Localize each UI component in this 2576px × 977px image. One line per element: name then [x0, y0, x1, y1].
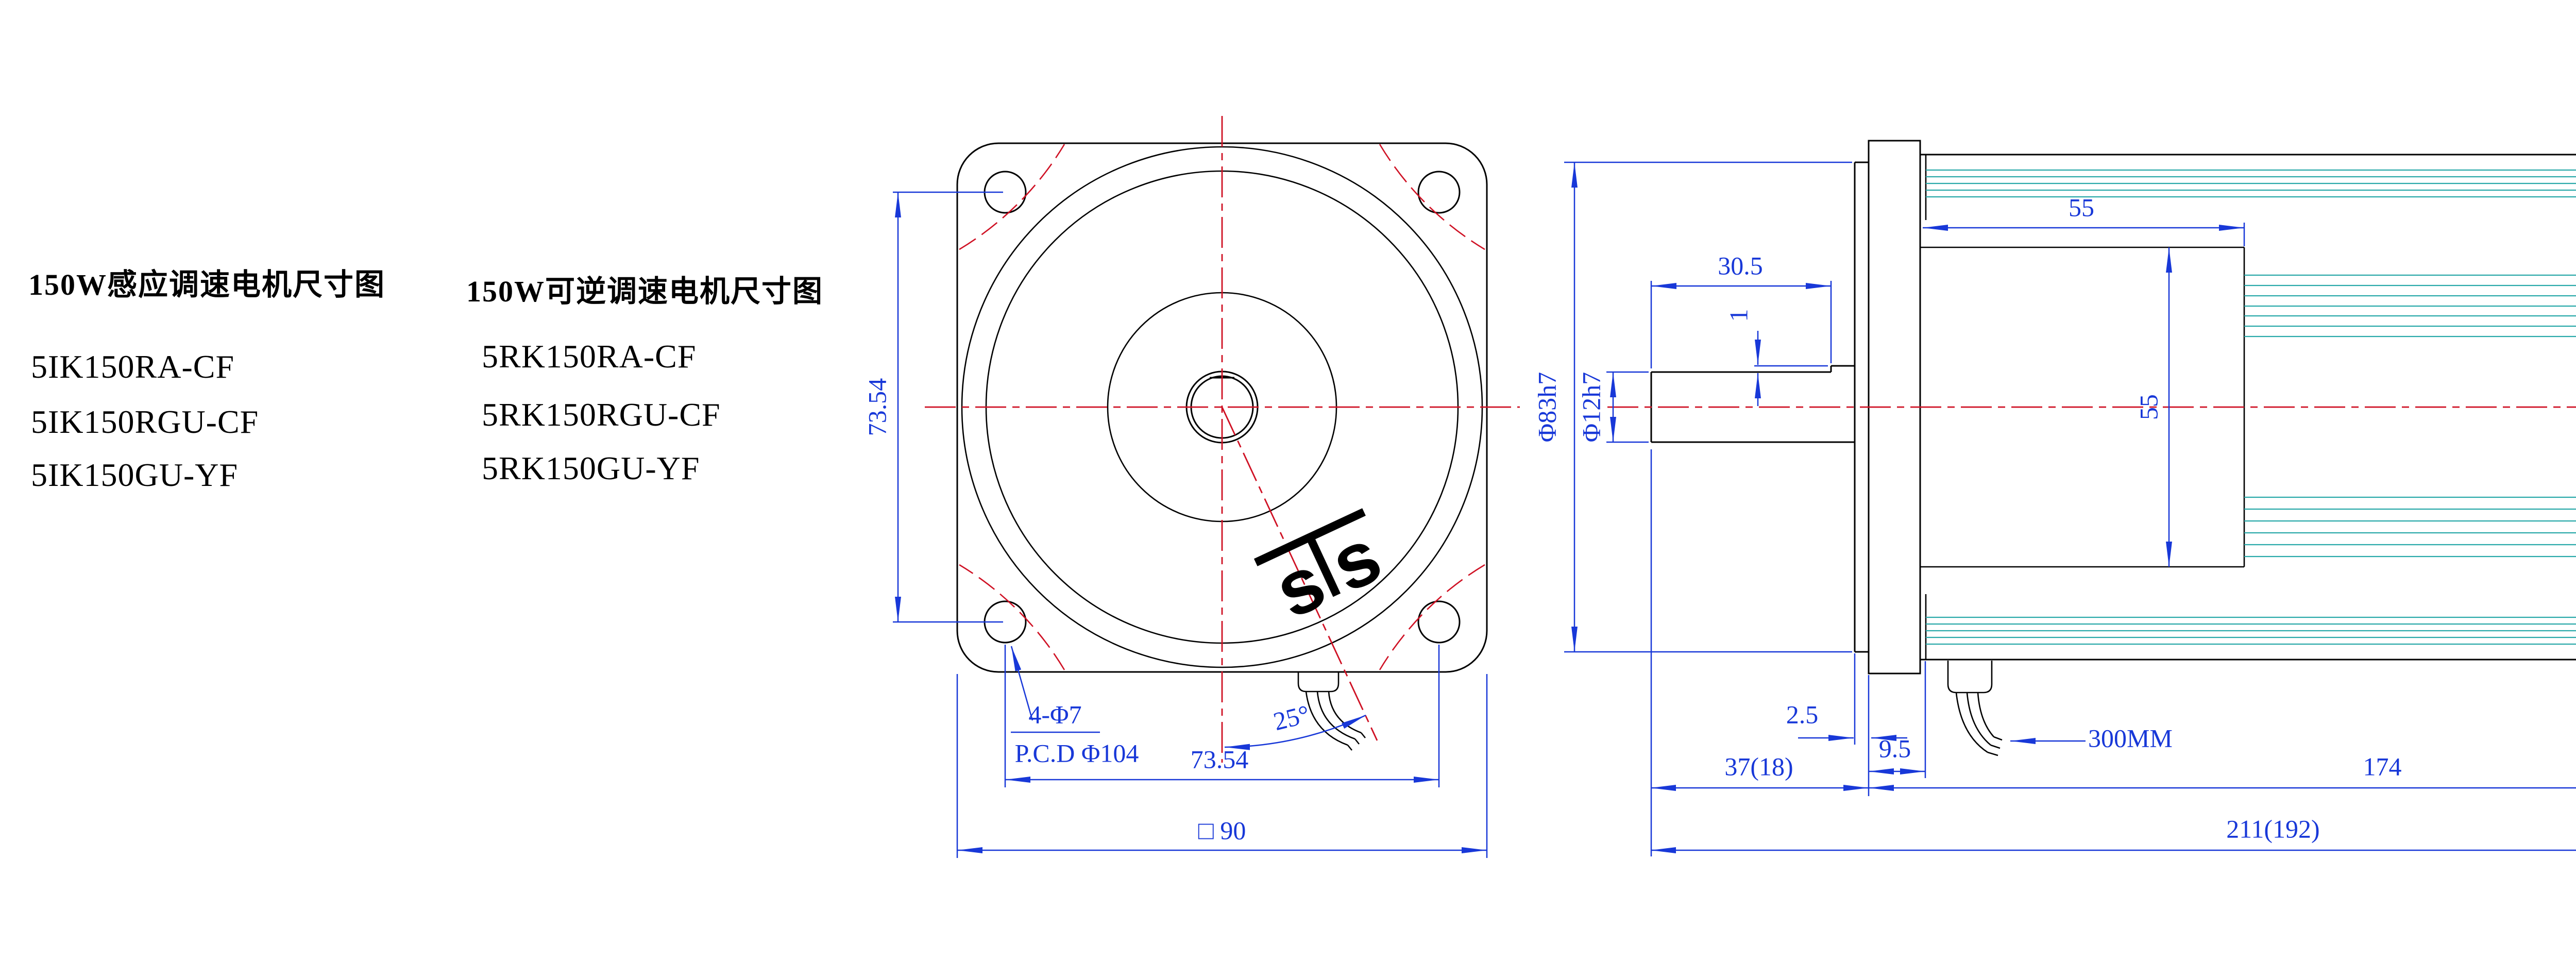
cable-gland-side — [1947, 661, 1993, 694]
dim-pilot-protrusion: 2.5 — [1786, 700, 1819, 729]
dim-pilot-diameter: Φ83h7 — [1532, 372, 1561, 443]
pcd-arc-bottom-left — [959, 564, 1065, 670]
pcd-arc-top-right — [1379, 144, 1485, 250]
ext-lines-frame — [956, 674, 1488, 858]
flange-side-outline — [1868, 140, 1921, 675]
dim-flange-thickness: 9.5 — [1879, 734, 1911, 763]
pilot-boss-outline — [1854, 161, 1869, 653]
dim-total-length: 211(192) — [2226, 814, 2319, 843]
body-top-bottom-edges — [1920, 154, 2576, 661]
cable-gland-front — [1297, 672, 1340, 693]
front-view: s s 73.54 4-Φ7 P.C.D Φ104 25° 73.54 □ 90 — [862, 116, 1520, 858]
label-pitch-circle: P.C.D Φ104 — [1015, 738, 1139, 767]
dim-shaft-length: 30.5 — [1718, 251, 1763, 280]
induction-model-2: 5IK150RGU-CF — [31, 403, 259, 440]
sts-logo-stem — [1306, 535, 1341, 597]
label-bolt-holes: 4-Φ7 — [1028, 700, 1081, 729]
label-cable-length: 300MM — [2088, 723, 2173, 752]
dim-motor-length: 174 — [2363, 752, 2402, 781]
reversible-title: 150W可逆调速电机尺寸图 — [466, 275, 824, 308]
ext-lines-bolt-vertical — [893, 191, 1003, 623]
cable-wire-side-1 — [1955, 692, 1988, 753]
side-view: Φ83h7 Φ12h7 30.5 1 55 55 2.5 9.5 — [1532, 140, 2576, 856]
bolt-hole-bottom-right — [1417, 600, 1461, 644]
cable-wire-side-3 — [1977, 692, 1994, 737]
cooling-fins — [1926, 169, 2576, 645]
pcd-arc-bottom-right — [1379, 564, 1485, 670]
dim-bolt-spacing-vertical: 73.54 — [862, 378, 891, 436]
dim-frame-size: □ 90 — [1198, 816, 1246, 845]
dim-neck-width: 55 — [2134, 394, 2163, 420]
cable-wire-side-2 — [1966, 692, 1991, 746]
sts-logo: s s — [1253, 508, 1394, 635]
cable-end-ticks-front — [1347, 732, 1366, 751]
dim-shaft-diameter: Φ12h7 — [1577, 372, 1605, 443]
reversible-model-1: 5RK150RA-CF — [482, 338, 697, 375]
reversible-model-2: 5RK150RGU-CF — [482, 396, 721, 433]
sts-logo-right-s: s — [1318, 512, 1394, 609]
ext-lines-bolt-horizontal — [1004, 645, 1440, 787]
dim-neck-length: 55 — [2069, 193, 2094, 222]
dim-bolt-spacing-horizontal: 73.54 — [1191, 745, 1249, 773]
induction-model-3: 5IK150GU-YF — [31, 457, 239, 493]
shaft-outline — [1650, 365, 1855, 443]
dim-shaft-step: 1 — [1724, 309, 1753, 322]
bolt-hole-top-right — [1417, 171, 1461, 214]
dim-front-length: 37(18) — [1724, 752, 1793, 781]
cable-end-ticks-side — [1987, 736, 2003, 756]
angle-arc — [1224, 714, 1366, 750]
dim-cable-angle: 25° — [1270, 699, 1312, 736]
reversible-model-3: 5RK150GU-YF — [482, 450, 700, 486]
cable-angle-line — [1221, 407, 1378, 741]
pcd-arc-top-left — [959, 144, 1065, 250]
sts-logo-left-s: s — [1262, 538, 1337, 635]
induction-title: 150W感应调速电机尺寸图 — [28, 268, 386, 301]
induction-model-1: 5IK150RA-CF — [31, 348, 235, 385]
leader-bolt-holes — [1010, 646, 1033, 721]
